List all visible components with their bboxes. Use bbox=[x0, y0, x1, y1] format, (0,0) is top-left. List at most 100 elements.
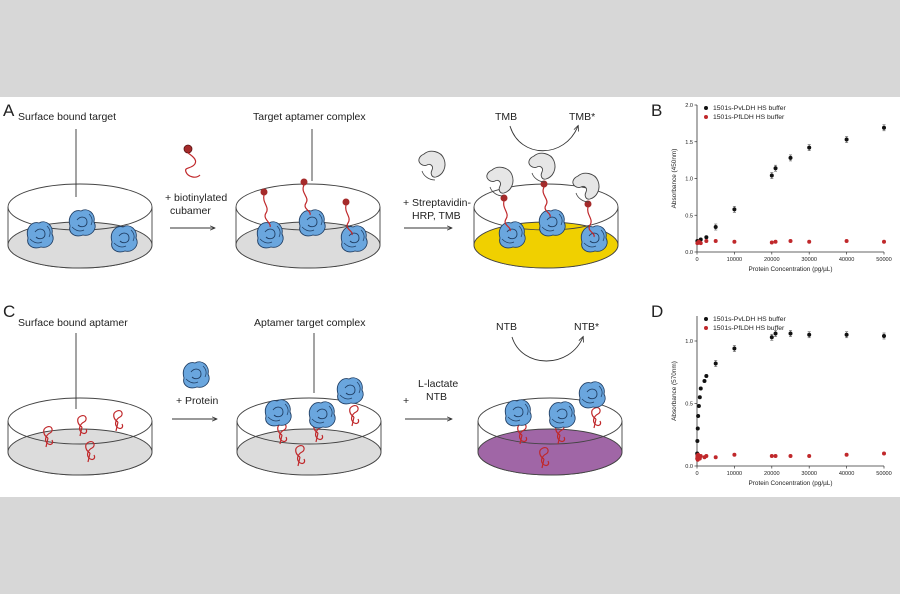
target-protein-icon bbox=[110, 225, 138, 253]
panel-label-a: A bbox=[3, 101, 15, 120]
data-point-pfldh bbox=[698, 241, 703, 246]
y-tick-label: 1.5 bbox=[685, 140, 693, 146]
y-tick-label: 2.0 bbox=[685, 103, 693, 109]
legend-label: 1501s-PvLDH HS buffer bbox=[713, 316, 787, 323]
bound-protein-icon bbox=[336, 377, 364, 405]
data-point-pvldh bbox=[769, 335, 774, 340]
purple-substrate bbox=[477, 428, 623, 476]
data-point-pvldh bbox=[788, 155, 793, 160]
x-tick-label: 50000 bbox=[876, 257, 892, 263]
data-point-pvldh bbox=[695, 426, 700, 431]
free-protein-icon bbox=[182, 361, 210, 389]
data-point-pfldh bbox=[713, 455, 718, 460]
y-tick-label: 1.0 bbox=[685, 339, 693, 345]
legend-marker bbox=[704, 317, 708, 321]
data-point-pfldh bbox=[698, 454, 703, 458]
row-c-schematic: Surface bound aptamer + Protein Aptamer … bbox=[7, 317, 623, 476]
legend-marker bbox=[704, 326, 708, 330]
data-point-pfldh bbox=[769, 240, 774, 245]
data-point-pfldh bbox=[882, 451, 886, 456]
data-point-pfldh bbox=[773, 454, 778, 458]
target-protein-icon bbox=[498, 221, 526, 249]
y-tick-label: 1.0 bbox=[685, 177, 693, 183]
conversion-arrow-tmb bbox=[509, 126, 578, 151]
figure: A B C D Surface bound target + biotinyla… bbox=[0, 97, 900, 497]
label-plus-protein: + Protein bbox=[176, 395, 218, 407]
bound-aptamer-icon bbox=[260, 178, 353, 236]
y-tick-label: 0.5 bbox=[685, 213, 693, 219]
x-tick-label: 0 bbox=[695, 471, 698, 477]
label-streptavidin: + Streptavidin- bbox=[403, 197, 471, 209]
y-tick-label: 0.0 bbox=[685, 250, 693, 256]
label-target-aptamer-complex: Target aptamer complex bbox=[253, 111, 366, 123]
data-point-pvldh bbox=[844, 332, 849, 337]
biotinylated-cubamer-icon bbox=[183, 144, 201, 178]
label-hrp-tmb: HRP, TMB bbox=[412, 210, 461, 222]
data-point-pvldh bbox=[807, 145, 812, 150]
data-point-pvldh bbox=[704, 374, 709, 378]
data-point-pvldh bbox=[698, 386, 703, 391]
label-plus-l-lactate: + bbox=[403, 395, 409, 407]
data-point-pfldh bbox=[732, 452, 737, 457]
row-a-schematic: Surface bound target + biotinylated cuba… bbox=[7, 111, 619, 269]
x-tick-label: 30000 bbox=[801, 471, 817, 477]
data-point-pfldh bbox=[844, 238, 849, 243]
x-axis-title: Protein Concentration (pg/µL) bbox=[749, 266, 833, 273]
dish-surface-bound-aptamer bbox=[7, 397, 153, 476]
x-tick-label: 40000 bbox=[839, 471, 855, 477]
data-point-pfldh bbox=[882, 239, 886, 244]
x-axis-title: Protein Concentration (pg/µL) bbox=[749, 480, 833, 487]
legend-marker bbox=[704, 106, 708, 110]
data-point-pfldh bbox=[704, 454, 709, 458]
data-point-pvldh bbox=[769, 173, 774, 178]
x-tick-label: 40000 bbox=[839, 257, 855, 263]
target-protein-icon bbox=[538, 209, 566, 237]
label-tmb: TMB bbox=[495, 111, 517, 123]
data-point-pvldh bbox=[807, 332, 812, 337]
data-point-pvldh bbox=[695, 439, 700, 443]
figure-canvas: A B C D Surface bound target + biotinyla… bbox=[3, 101, 892, 487]
label-surface-bound-target: Surface bound target bbox=[18, 111, 116, 123]
data-point-pfldh bbox=[807, 454, 812, 458]
data-point-pvldh bbox=[697, 395, 702, 400]
dish-target-aptamer-complex bbox=[235, 178, 381, 269]
data-point-pvldh bbox=[713, 225, 718, 230]
data-point-pvldh bbox=[732, 346, 737, 351]
panel-label-b: B bbox=[651, 101, 662, 120]
dish-tmb-readout bbox=[473, 152, 619, 269]
panel-label-d: D bbox=[651, 302, 663, 321]
data-point-pvldh bbox=[702, 379, 707, 383]
label-cubamer: cubamer bbox=[170, 205, 211, 217]
target-protein-icon bbox=[26, 221, 54, 249]
data-point-pfldh bbox=[788, 454, 793, 458]
bound-protein-icon bbox=[578, 381, 606, 409]
data-point-pvldh bbox=[696, 404, 701, 408]
data-point-pfldh bbox=[807, 239, 812, 244]
legend-label: 1501s-PfLDH HS buffer bbox=[713, 114, 785, 121]
data-point-pvldh bbox=[882, 125, 886, 130]
data-point-pvldh bbox=[773, 331, 778, 336]
conversion-arrow-ntb bbox=[511, 337, 583, 362]
data-point-pvldh bbox=[773, 166, 778, 171]
target-protein-icon bbox=[580, 225, 608, 253]
target-protein-icon bbox=[298, 209, 326, 237]
x-tick-label: 20000 bbox=[764, 471, 780, 477]
data-point-pvldh bbox=[704, 235, 709, 240]
x-tick-label: 10000 bbox=[727, 471, 743, 477]
bound-protein-icon bbox=[504, 399, 532, 427]
target-protein-icon bbox=[68, 209, 96, 237]
bound-protein-icon bbox=[548, 401, 576, 429]
streptavidin-hrp-icon bbox=[486, 166, 514, 197]
target-protein-icon bbox=[340, 225, 368, 253]
label-surface-bound-aptamer: Surface bound aptamer bbox=[18, 317, 128, 329]
y-tick-label: 0.5 bbox=[685, 402, 693, 408]
label-tmb-star: TMB* bbox=[569, 111, 595, 123]
streptavidin-hrp-icon bbox=[418, 150, 446, 181]
data-point-pvldh bbox=[788, 331, 793, 336]
label-aptamer-target-complex: Aptamer target complex bbox=[254, 317, 366, 329]
panel-label-c: C bbox=[3, 302, 15, 321]
data-point-pfldh bbox=[844, 452, 849, 457]
data-point-pvldh bbox=[844, 137, 849, 142]
